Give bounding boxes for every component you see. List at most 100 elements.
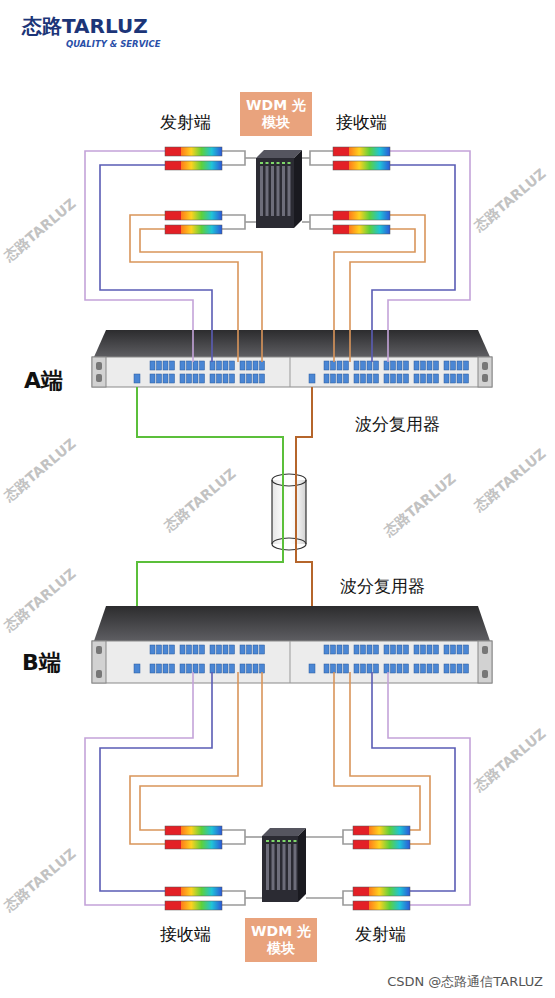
port <box>170 645 175 654</box>
port <box>230 664 235 673</box>
icon-slot <box>288 166 291 216</box>
icon-slot <box>260 166 263 216</box>
icon-front <box>256 158 294 228</box>
port <box>337 645 342 654</box>
icon-slot <box>271 166 274 216</box>
fiber-wire <box>310 215 333 229</box>
port <box>247 361 252 370</box>
fiber-wire <box>350 215 425 362</box>
port <box>404 664 409 673</box>
module-outline <box>165 211 222 220</box>
port <box>421 361 426 370</box>
module-title: WDM 光模块 <box>250 923 312 957</box>
port <box>384 664 389 673</box>
port <box>157 361 162 370</box>
rack-hole <box>96 670 102 678</box>
port <box>384 374 389 383</box>
port <box>217 361 222 370</box>
wdm-device-icon <box>262 828 306 902</box>
rack-ear <box>92 641 106 683</box>
port <box>404 374 409 383</box>
port <box>457 645 462 654</box>
port <box>354 664 359 673</box>
end-label: 发射端 <box>355 924 406 944</box>
port <box>434 645 439 654</box>
end-label: 接收端 <box>160 924 211 944</box>
icon-led <box>272 840 275 842</box>
fiber-wire <box>85 672 193 905</box>
rack-divider <box>290 641 291 683</box>
port <box>367 361 372 370</box>
icon-led <box>266 162 269 164</box>
cable-end <box>272 474 306 486</box>
port <box>331 664 336 673</box>
port <box>354 374 359 383</box>
port <box>240 664 245 673</box>
icon-led <box>294 840 297 842</box>
port <box>247 374 252 383</box>
module-outline <box>165 161 222 170</box>
module-outline <box>353 826 410 835</box>
icon-side <box>294 150 302 228</box>
module-spectrum <box>181 161 222 170</box>
optical-module <box>165 840 222 849</box>
port <box>324 361 329 370</box>
port <box>391 374 396 383</box>
rack-hole <box>482 374 488 382</box>
module-red <box>333 147 349 156</box>
module-red <box>333 225 349 234</box>
port <box>367 374 372 383</box>
module-red <box>353 901 369 910</box>
port <box>451 645 456 654</box>
module-spectrum <box>349 161 390 170</box>
fiber-wire <box>245 221 256 223</box>
icon-led <box>283 840 286 842</box>
fiber-wire <box>343 891 353 905</box>
fiber-wire <box>310 151 333 165</box>
wdm-module-box: WDM 光模块 <box>245 918 317 962</box>
watermark: 态路TARLUZ <box>471 165 549 234</box>
icon-side <box>298 828 306 902</box>
end-label: 发射端 <box>160 112 211 132</box>
module-spectrum <box>369 826 410 835</box>
rack-ear <box>478 357 492 387</box>
port <box>247 645 252 654</box>
port <box>451 374 456 383</box>
fiber-wire <box>306 836 343 838</box>
module-spectrum <box>181 826 222 835</box>
port <box>240 361 245 370</box>
port <box>361 374 366 383</box>
port <box>374 374 379 383</box>
port <box>223 664 228 673</box>
fiber-wire <box>334 229 415 362</box>
port <box>464 664 469 673</box>
port <box>331 645 336 654</box>
port <box>260 645 265 654</box>
port <box>260 374 265 383</box>
fiber-link <box>296 387 312 606</box>
port <box>367 645 372 654</box>
port <box>397 664 402 673</box>
port <box>170 664 175 673</box>
port <box>180 361 185 370</box>
fiber-wire <box>140 229 262 362</box>
port <box>253 645 258 654</box>
multiplexer-rack: B端波分复用器 <box>92 606 492 683</box>
module-title: WDM 光模块 <box>245 97 307 131</box>
port <box>451 361 456 370</box>
wdm-device-icon <box>256 150 302 228</box>
module-outline <box>165 901 222 910</box>
com-port <box>309 374 315 383</box>
rack-hole <box>482 670 488 678</box>
module-red <box>165 211 181 220</box>
module-red <box>353 826 369 835</box>
port <box>384 361 389 370</box>
optical-module <box>165 147 222 156</box>
port <box>404 361 409 370</box>
optical-module <box>333 225 390 234</box>
icon-slot <box>272 844 275 890</box>
port <box>457 361 462 370</box>
port <box>200 645 205 654</box>
